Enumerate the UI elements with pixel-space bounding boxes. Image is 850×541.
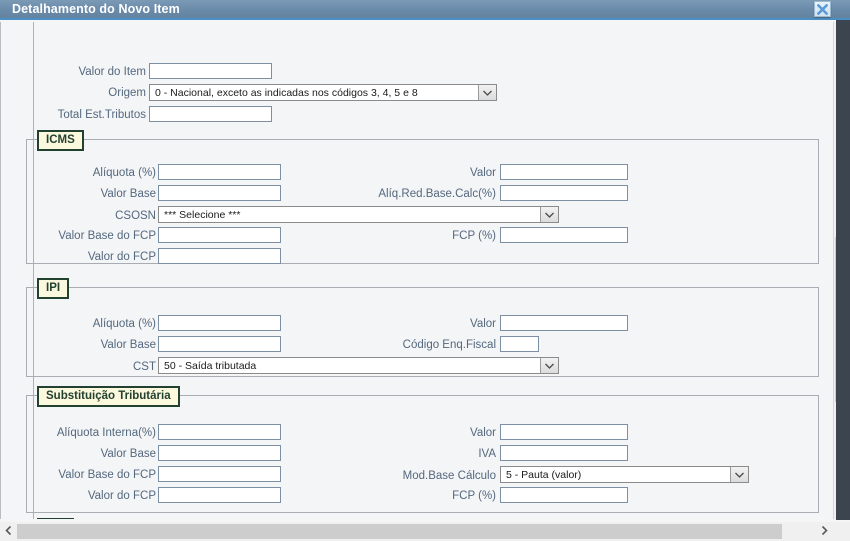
chevron-down-icon bbox=[478, 85, 496, 100]
label-st-valor: Valor bbox=[470, 427, 496, 439]
chevron-down-icon bbox=[540, 358, 558, 373]
ipi-cst-select[interactable]: 50 - Saída tributada bbox=[158, 357, 559, 374]
st-valor-fcp-input[interactable] bbox=[158, 487, 281, 503]
total-est-tributos-input[interactable] bbox=[149, 106, 272, 122]
st-valor-base-fcp-input[interactable] bbox=[158, 466, 281, 482]
st-valor-input[interactable] bbox=[500, 424, 628, 440]
icms-aliquota-input[interactable] bbox=[158, 164, 281, 180]
label-ipi-codigo-enq-fiscal: Código Enq.Fiscal bbox=[402, 339, 496, 351]
icms-csosn-select-value: *** Selecione *** bbox=[164, 209, 241, 221]
icms-csosn-select[interactable]: *** Selecione *** bbox=[158, 206, 559, 223]
section-ipi-legend: IPI bbox=[37, 278, 70, 299]
chevron-down-icon bbox=[540, 207, 558, 222]
label-icms-aliquota: Alíquota (%) bbox=[92, 167, 156, 179]
label-st-iva: IVA bbox=[478, 448, 496, 460]
icms-valor-base-input[interactable] bbox=[158, 185, 281, 201]
label-origem: Origem bbox=[108, 87, 146, 99]
label-icms-valor-base: Valor Base bbox=[100, 188, 156, 200]
ipi-valor-input[interactable] bbox=[500, 315, 628, 331]
valor-do-item-input[interactable] bbox=[149, 63, 272, 79]
st-aliquota-interna-input[interactable] bbox=[158, 424, 281, 440]
icms-fcp-pct-input[interactable] bbox=[500, 227, 628, 243]
st-fcp-pct-input[interactable] bbox=[500, 487, 628, 503]
label-st-mod-base-calculo: Mod.Base Cálculo bbox=[402, 470, 496, 482]
section-icms: ICMS bbox=[26, 130, 819, 264]
label-icms-valor-fcp: Valor do FCP bbox=[87, 251, 156, 263]
icms-valor-fcp-input[interactable] bbox=[158, 248, 281, 264]
st-valor-base-input[interactable] bbox=[158, 445, 281, 461]
label-icms-fcp-pct: FCP (%) bbox=[452, 230, 496, 242]
label-icms-csosn: CSOSN bbox=[115, 210, 156, 222]
chevron-left-icon bbox=[5, 523, 12, 541]
ipi-aliquota-input[interactable] bbox=[158, 315, 281, 331]
section-ipi: IPI bbox=[26, 278, 819, 377]
close-button[interactable] bbox=[814, 1, 831, 17]
label-total-est-tributos: Total Est.Tributos bbox=[57, 109, 146, 121]
icms-valor-base-fcp-input[interactable] bbox=[158, 227, 281, 243]
section-pis-legend: PIS bbox=[37, 518, 74, 519]
icms-valor-input[interactable] bbox=[500, 164, 628, 180]
label-ipi-aliquota: Alíquota (%) bbox=[92, 318, 156, 330]
label-st-fcp-pct: FCP (%) bbox=[452, 490, 496, 502]
window-title: Detalhamento do Novo Item bbox=[12, 2, 180, 16]
ipi-codigo-enq-fiscal-input[interactable] bbox=[500, 336, 539, 352]
st-mod-base-calculo-select-value: 5 - Pauta (valor) bbox=[506, 469, 582, 481]
label-icms-valor-base-fcp: Valor Base do FCP bbox=[58, 230, 156, 242]
ipi-valor-base-input[interactable] bbox=[158, 336, 281, 352]
close-icon bbox=[815, 4, 830, 15]
scrollbar-corner bbox=[833, 522, 850, 541]
form-scroll-area: Valor do Item Origem 0 - Nacional, excet… bbox=[0, 22, 850, 519]
label-ipi-cst: CST bbox=[133, 361, 156, 373]
icms-aliq-red-base-calc-input[interactable] bbox=[500, 185, 628, 201]
label-icms-valor: Valor bbox=[470, 167, 496, 179]
label-st-valor-fcp: Valor do FCP bbox=[87, 490, 156, 502]
window-titlebar: Detalhamento do Novo Item bbox=[0, 0, 850, 20]
label-ipi-valor: Valor bbox=[470, 318, 496, 330]
scroll-left-button[interactable] bbox=[0, 523, 17, 540]
window-right-edge bbox=[836, 20, 850, 520]
origem-select[interactable]: 0 - Nacional, exceto as indicadas nos có… bbox=[149, 84, 497, 101]
chevron-down-icon bbox=[730, 467, 748, 482]
label-st-valor-base: Valor Base bbox=[100, 448, 156, 460]
section-substituicao-tributaria: Substituição Tributária bbox=[26, 386, 819, 513]
section-icms-legend: ICMS bbox=[37, 130, 84, 151]
label-icms-aliq-red-base-calc: Alíq.Red.Base.Calc(%) bbox=[378, 188, 496, 200]
st-mod-base-calculo-select[interactable]: 5 - Pauta (valor) bbox=[500, 466, 749, 483]
label-st-valor-base-fcp: Valor Base do FCP bbox=[58, 469, 156, 481]
label-st-aliquota-interna: Alíquota Interna(%) bbox=[56, 427, 156, 439]
ipi-cst-select-value: 50 - Saída tributada bbox=[164, 360, 257, 372]
form-content: Valor do Item Origem 0 - Nacional, excet… bbox=[0, 22, 820, 519]
form-inner-frame bbox=[33, 22, 821, 519]
horizontal-scrollbar[interactable] bbox=[0, 522, 850, 541]
horizontal-scrollbar-thumb[interactable] bbox=[17, 524, 782, 539]
section-substituicao-tributaria-legend: Substituição Tributária bbox=[37, 386, 180, 407]
label-valor-do-item: Valor do Item bbox=[78, 66, 146, 78]
origem-select-value: 0 - Nacional, exceto as indicadas nos có… bbox=[155, 87, 418, 99]
st-iva-input[interactable] bbox=[500, 445, 628, 461]
chevron-right-icon bbox=[821, 523, 828, 541]
label-ipi-valor-base: Valor Base bbox=[100, 339, 156, 351]
scroll-right-button[interactable] bbox=[816, 523, 833, 540]
